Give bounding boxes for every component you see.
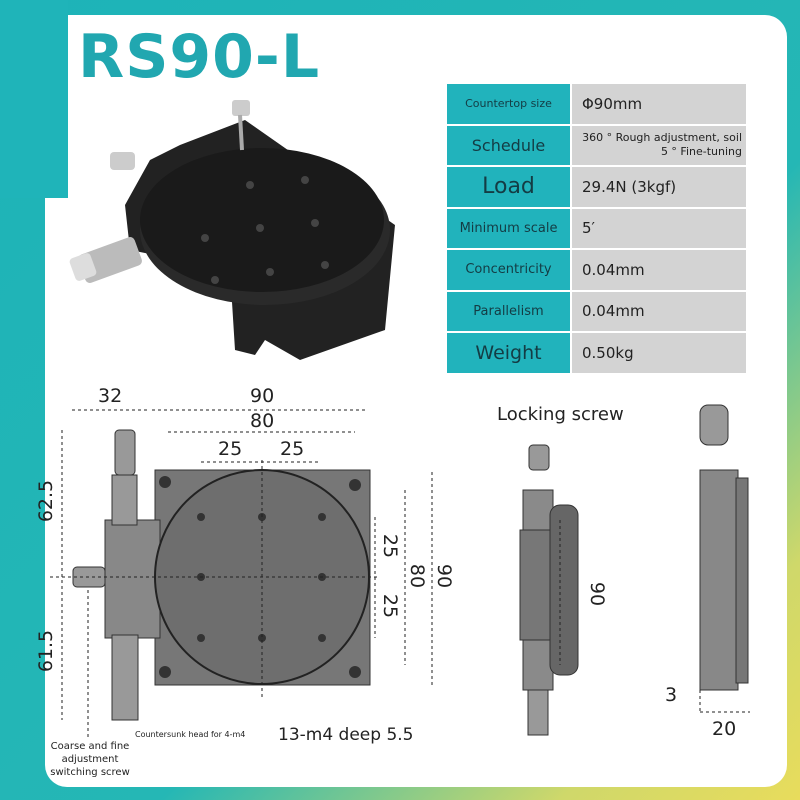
dim-80: 80 bbox=[250, 410, 275, 432]
dim-62-5: 62.5 bbox=[35, 479, 58, 523]
dim-25-right: 25 bbox=[280, 438, 305, 460]
countersunk-label: Countersunk head for 4-m4 bbox=[135, 730, 246, 739]
spec-value: 0.04mm bbox=[570, 248, 748, 292]
dim-v25-bottom: 25 bbox=[379, 593, 402, 619]
product-photo bbox=[69, 100, 395, 360]
spec-value: 360 ° Rough adjustment, soil 5 ° Fine-tu… bbox=[570, 123, 748, 167]
dim-side-90: 90 bbox=[586, 581, 609, 607]
spec-value: 0.50kg bbox=[570, 331, 748, 375]
spec-value: 0.04mm bbox=[570, 289, 748, 333]
dim-v90: 90 bbox=[433, 563, 456, 589]
spec-label: Countertop size bbox=[445, 82, 572, 126]
dim-3: 3 bbox=[665, 684, 678, 706]
spec-label: Schedule bbox=[445, 123, 572, 167]
coarse-fine-label: Coarse and fine adjustment switching scr… bbox=[50, 741, 130, 778]
spec-value: Φ90mm bbox=[570, 82, 748, 126]
dim-v25-top: 25 bbox=[379, 533, 402, 559]
dim-v80: 80 bbox=[406, 563, 429, 589]
spec-label: Load bbox=[445, 165, 572, 209]
spec-label: Minimum scale bbox=[445, 206, 572, 250]
dim-25-left: 25 bbox=[218, 438, 243, 460]
spec-value: 5′ bbox=[570, 206, 748, 250]
spec-value: 29.4N (3kgf) bbox=[570, 165, 748, 209]
accent-block bbox=[0, 0, 68, 198]
dim-20: 20 bbox=[712, 718, 737, 740]
holes-label: 13-m4 deep 5.5 bbox=[278, 725, 414, 745]
spec-label: Weight bbox=[445, 331, 572, 375]
product-title: RS90-L bbox=[78, 22, 321, 92]
dim-90: 90 bbox=[250, 385, 275, 407]
dim-61-5: 61.5 bbox=[35, 629, 58, 673]
dim-32: 32 bbox=[98, 385, 123, 407]
front-view-drawing bbox=[50, 409, 433, 740]
side-view-drawing-2 bbox=[699, 404, 750, 713]
spec-label: Parallelism bbox=[445, 289, 572, 333]
locking-screw-label: Locking screw bbox=[497, 404, 624, 425]
spec-label: Concentricity bbox=[445, 248, 572, 292]
side-view-drawing bbox=[519, 444, 579, 736]
